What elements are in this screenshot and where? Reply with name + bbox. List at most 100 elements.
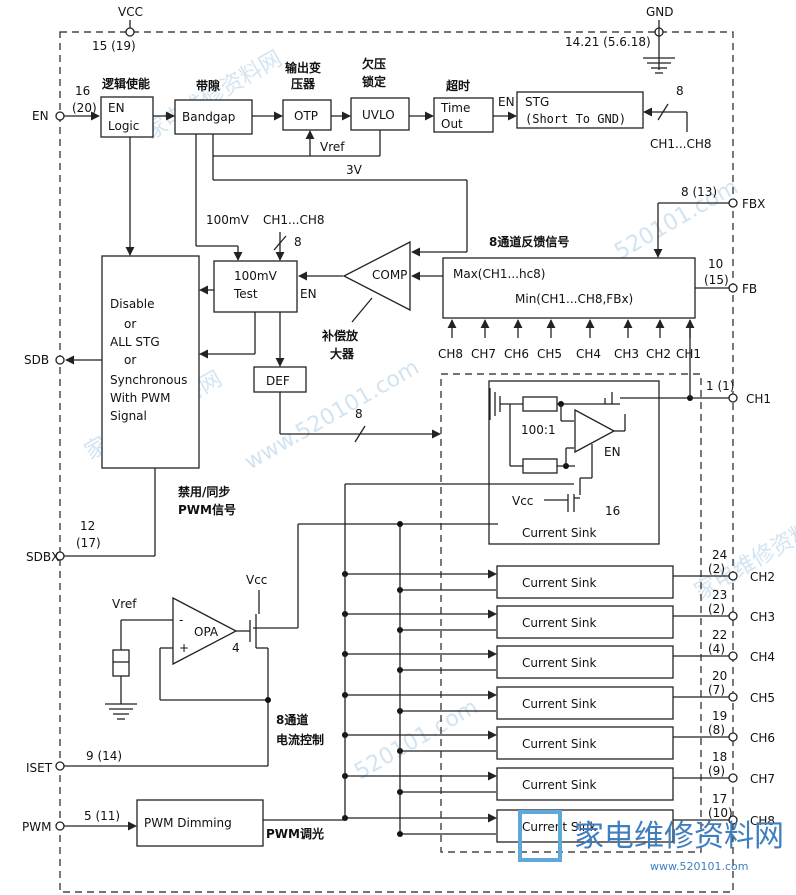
- fb-input-label: CH7: [471, 347, 496, 361]
- svg-text:(Short To GND): (Short To GND): [525, 112, 626, 126]
- channel-pin-number-alt: (2): [708, 562, 725, 576]
- svg-text:15 (19): 15 (19): [92, 39, 136, 53]
- svg-text:FBX: FBX: [742, 197, 765, 211]
- disable-block: Disable or ALL STG or Synchronous With P…: [101, 255, 200, 469]
- svg-text:8: 8: [294, 235, 302, 249]
- svg-text:Test: Test: [233, 287, 258, 301]
- channel-pin-label: CH2: [750, 570, 775, 584]
- channel-pin: [728, 773, 738, 783]
- sdb-pin: SDB: [24, 353, 102, 367]
- channel-pin: [728, 815, 738, 825]
- stg-block: STG (Short To GND) 8 CH1...CH8: [516, 84, 712, 151]
- channel-pin-number: 20: [712, 669, 727, 683]
- svg-text:VCC: VCC: [118, 5, 143, 19]
- svg-text:Vref: Vref: [112, 597, 137, 611]
- svg-text:8通道反馈信号: 8通道反馈信号: [489, 234, 569, 249]
- channel-region: [440, 373, 702, 853]
- svg-text:10: 10: [708, 257, 723, 271]
- channel-pin-label: CH3: [750, 610, 775, 624]
- svg-text:9 (14): 9 (14): [86, 749, 122, 763]
- svg-text:EN: EN: [604, 445, 621, 459]
- timeout-block: 超时 Time Out: [433, 78, 494, 133]
- svg-text:14.21 (5.6.18): 14.21 (5.6.18): [565, 35, 651, 49]
- channel-pin-number-alt: (10): [708, 806, 733, 820]
- current-sink-label: Current Sink: [522, 778, 596, 792]
- svg-text:(20): (20): [72, 101, 97, 115]
- channel-pin-label: CH4: [750, 650, 775, 664]
- svg-text:SDBX: SDBX: [26, 550, 59, 564]
- channel-pin-number: 22: [712, 628, 727, 642]
- def-block: DEF 8: [253, 312, 441, 443]
- channel-pin-number: 18: [712, 750, 727, 764]
- svg-text:1 (1): 1 (1): [706, 379, 734, 393]
- fb-input-label: CH8: [438, 347, 463, 361]
- svg-text:STG: STG: [525, 95, 549, 109]
- current-sink-label: Current Sink: [522, 616, 596, 630]
- channel-pin: [728, 571, 738, 581]
- svg-text:or: or: [124, 317, 136, 331]
- svg-text:PWM Dimming: PWM Dimming: [144, 816, 232, 830]
- svg-text:CH1...CH8: CH1...CH8: [650, 137, 712, 151]
- fb-input-label: CH4: [576, 347, 601, 361]
- current-sink-label: Current Sink: [522, 576, 596, 590]
- svg-text:8 (13): 8 (13): [681, 185, 717, 199]
- channel-pin-number: 23: [712, 588, 727, 602]
- svg-text:SDB: SDB: [24, 353, 49, 367]
- svg-text:+: +: [179, 641, 189, 655]
- svg-text:禁用/同步: 禁用/同步: [178, 484, 230, 499]
- en-logic-block: 逻辑使能 EN Logic: [100, 76, 154, 138]
- svg-text:8: 8: [676, 84, 684, 98]
- svg-text:ISET: ISET: [26, 761, 53, 775]
- channel-pin: [728, 692, 738, 702]
- bandgap-block: 带隙 Bandgap: [174, 78, 253, 135]
- gnd-pin: GND 14.21 (5.6.18): [565, 5, 675, 74]
- svg-text:大器: 大器: [330, 346, 355, 361]
- channel-pin-label: CH8: [750, 814, 775, 828]
- svg-text:Out: Out: [441, 117, 463, 131]
- svg-text:Vref: Vref: [320, 140, 345, 154]
- channel-pin-number-alt: (4): [708, 642, 725, 656]
- feedback-block: 8通道反馈信号 Max(CH1...hc8) Min(CH1...CH8,FBx…: [442, 234, 696, 319]
- channel-pin-number: 17: [712, 792, 727, 806]
- svg-text:Synchronous: Synchronous: [110, 373, 187, 387]
- svg-text:PWM调光: PWM调光: [266, 826, 324, 841]
- current-sink-box: [496, 767, 674, 801]
- svg-text:Time: Time: [440, 101, 470, 115]
- fb-input-label: CH3: [614, 347, 639, 361]
- ch1-pin: CH1 1 (1): [689, 320, 771, 406]
- svg-text:www.520101.com: www.520101.com: [650, 860, 748, 873]
- svg-text:家电维修资料网: 家电维修资料网: [574, 819, 784, 854]
- svg-text:PWM信号: PWM信号: [178, 502, 236, 517]
- svg-text:Disable: Disable: [110, 297, 155, 311]
- current-sink-label: Current Sink: [522, 656, 596, 670]
- svg-text:CH1...CH8: CH1...CH8: [263, 213, 325, 227]
- svg-text:Current Sink: Current Sink: [522, 526, 596, 540]
- otp-block: 输出变 压器 OTP: [282, 60, 332, 131]
- test-block: 100mV Test EN CH1...CH8 8: [213, 213, 325, 313]
- svg-text:4: 4: [232, 641, 240, 655]
- current-sink-box: [496, 605, 674, 639]
- fb-input-label: CH5: [537, 347, 562, 361]
- channel-pin-number-alt: (7): [708, 683, 725, 697]
- fb-input-label: CH2: [646, 347, 671, 361]
- current-sink-box: [496, 565, 674, 599]
- svg-text:(17): (17): [76, 536, 101, 550]
- fb-pin: FB 10 (15): [695, 257, 757, 296]
- svg-text:锁定: 锁定: [362, 74, 386, 89]
- fbx-pin: FBX 8 (13): [653, 185, 765, 258]
- svg-text:GND: GND: [646, 5, 674, 19]
- channel-pin-number: 24: [712, 548, 727, 562]
- svg-text:16: 16: [605, 504, 620, 518]
- svg-text:压器: 压器: [291, 77, 316, 91]
- svg-text:100mV: 100mV: [234, 269, 278, 283]
- current-sink-box: [496, 645, 674, 679]
- uvlo-block: 欠压 锁定 UVLO: [350, 56, 410, 131]
- channel-pin-label: CH5: [750, 691, 775, 705]
- svg-text:Min(CH1...CH8,FBx): Min(CH1...CH8,FBx): [515, 292, 633, 306]
- svg-text:EN: EN: [300, 287, 317, 301]
- svg-text:or: or: [124, 353, 136, 367]
- logo-watermark: 家电维修资料网 www.520101.com: [518, 810, 784, 873]
